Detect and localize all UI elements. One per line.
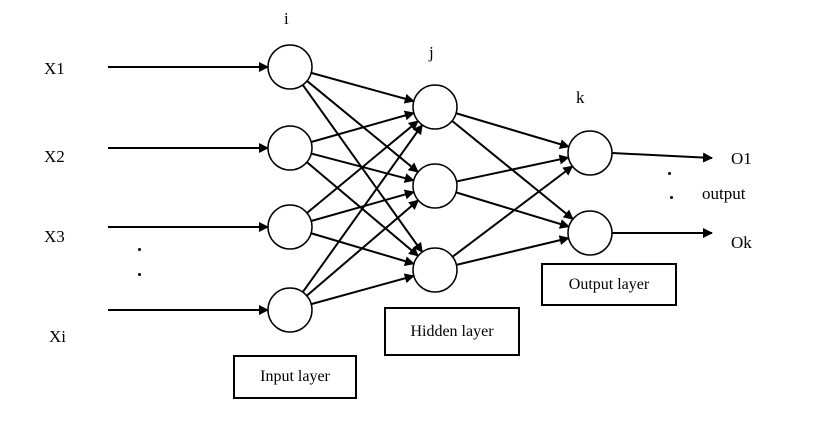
input-label-x1: X1	[44, 59, 65, 78]
input-node	[267, 204, 313, 250]
hidden-layer-box: Hidden layer	[384, 307, 520, 356]
input-node	[267, 44, 313, 90]
hidden-output-edge	[455, 112, 570, 149]
input-label-x2: X2	[44, 147, 65, 166]
hidden-node	[412, 247, 458, 293]
hidden-output-edge	[456, 235, 570, 266]
input-hidden-edge	[301, 124, 424, 293]
input-hidden-edge	[310, 273, 415, 306]
input-hidden-edge	[310, 110, 415, 143]
output-layer-box: Output layer	[541, 263, 677, 306]
input-hidden-edge	[310, 71, 415, 104]
hidden-output-edge	[455, 191, 570, 229]
input-hidden-edge	[310, 189, 415, 222]
input-hidden-edge	[306, 199, 420, 297]
output-ellipsis-dot	[670, 196, 673, 199]
input-label-x3: X3	[44, 227, 65, 246]
input-layer-box: Input layer	[233, 355, 357, 399]
output-label-o1: O1	[731, 149, 752, 168]
output-node	[567, 210, 613, 256]
input-hidden-edge	[301, 84, 424, 253]
output-layer-index: k	[576, 88, 585, 107]
input-node	[267, 287, 313, 333]
hidden-output-edge	[456, 154, 570, 183]
output-arrow	[611, 152, 713, 163]
hidden-output-edge	[451, 165, 574, 258]
output-label-ok: Ok	[731, 233, 752, 252]
input-ellipsis-dot	[138, 273, 141, 276]
output-caption: output	[702, 184, 746, 203]
hidden-node	[412, 84, 458, 130]
input-layer-index: i	[284, 9, 289, 28]
hidden-layer-index: j	[429, 43, 434, 62]
input-label-xi: Xi	[49, 327, 66, 346]
hidden-node	[412, 163, 458, 209]
input-node	[267, 125, 313, 171]
input-hidden-edge	[306, 120, 419, 214]
input-ellipsis-dot	[138, 248, 141, 251]
output-node	[567, 130, 613, 176]
output-ellipsis-dot	[668, 172, 671, 175]
